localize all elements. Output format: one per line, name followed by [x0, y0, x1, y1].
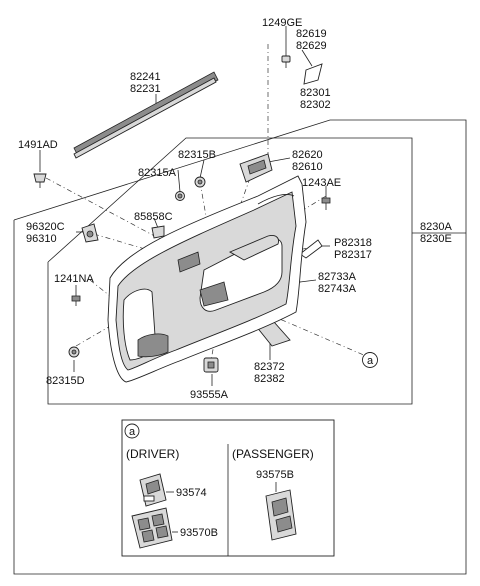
label-p82317: P82317 [334, 249, 372, 261]
label-96310: 96310 [26, 233, 57, 245]
detail-tag: a [129, 426, 136, 438]
detail-passenger-header: (PASSENGER) [232, 447, 314, 461]
label-93574: 93574 [176, 487, 207, 499]
frame-lines [13, 119, 467, 575]
callout-a-marker: a [362, 352, 378, 368]
label-82301: 82301 [300, 87, 331, 99]
screw-1249ge-icon [281, 55, 291, 68]
switch-93570b-icon [131, 507, 173, 549]
cover-p82318-icon [299, 239, 323, 259]
detail-driver-header: (DRIVER) [126, 447, 179, 461]
label-93555a: 93555A [190, 389, 229, 401]
label-82610: 82610 [292, 161, 323, 173]
label-82241: 82241 [130, 71, 161, 83]
label-85858c: 85858C [134, 211, 173, 223]
switch-93574-icon [139, 473, 167, 507]
switch-93555a-icon [203, 357, 219, 373]
label-82733a: 82733A [318, 271, 357, 283]
label-82315b: 82315B [178, 149, 216, 161]
screw-1241na-icon [71, 295, 81, 306]
label-p82318: P82318 [334, 237, 372, 249]
part-labels: 1249GE 82619 82629 82241 82231 82301 823… [18, 17, 452, 401]
label-82629: 82629 [296, 40, 327, 52]
door-trim-panel [107, 175, 307, 383]
weatherstrip-82241-icon [73, 71, 219, 159]
inside-handle-82620-icon [239, 153, 273, 183]
label-82619: 82619 [296, 28, 327, 40]
label-1249ge: 1249GE [262, 17, 302, 29]
callout-a-label: a [367, 355, 374, 367]
label-93570b: 93570B [180, 527, 218, 539]
screw-1243ae-icon [321, 197, 331, 210]
label-1241na: 1241NA [54, 273, 94, 285]
clip-1491ad-icon [33, 173, 47, 188]
label-8230a: 8230A [420, 221, 452, 233]
label-82302: 82302 [300, 99, 331, 111]
label-82372: 82372 [254, 361, 285, 373]
cap-82619-icon [303, 63, 323, 85]
clip-82315a-icon [175, 191, 185, 201]
label-1491ad: 1491AD [18, 139, 58, 151]
tweeter-96320c-icon [81, 223, 99, 243]
switch-93575b-icon [265, 489, 297, 541]
label-93575b: 93575B [256, 469, 294, 481]
label-8230e: 8230E [420, 233, 452, 245]
clip-82315b-icon [194, 176, 206, 188]
label-82620: 82620 [292, 149, 323, 161]
label-1243ae: 1243AE [302, 177, 341, 189]
label-82231: 82231 [130, 83, 161, 95]
label-82315a: 82315A [138, 167, 177, 179]
label-82315d: 82315D [46, 375, 85, 387]
clip-82315d-icon [68, 346, 80, 358]
detail-box-a: a (DRIVER) (PASSENGER) 93574 93570B 9357… [121, 419, 335, 557]
label-96320c: 96320C [26, 221, 65, 233]
clip-85858c-icon [151, 225, 165, 239]
label-82382: 82382 [254, 373, 285, 385]
label-82743a: 82743A [318, 283, 357, 295]
